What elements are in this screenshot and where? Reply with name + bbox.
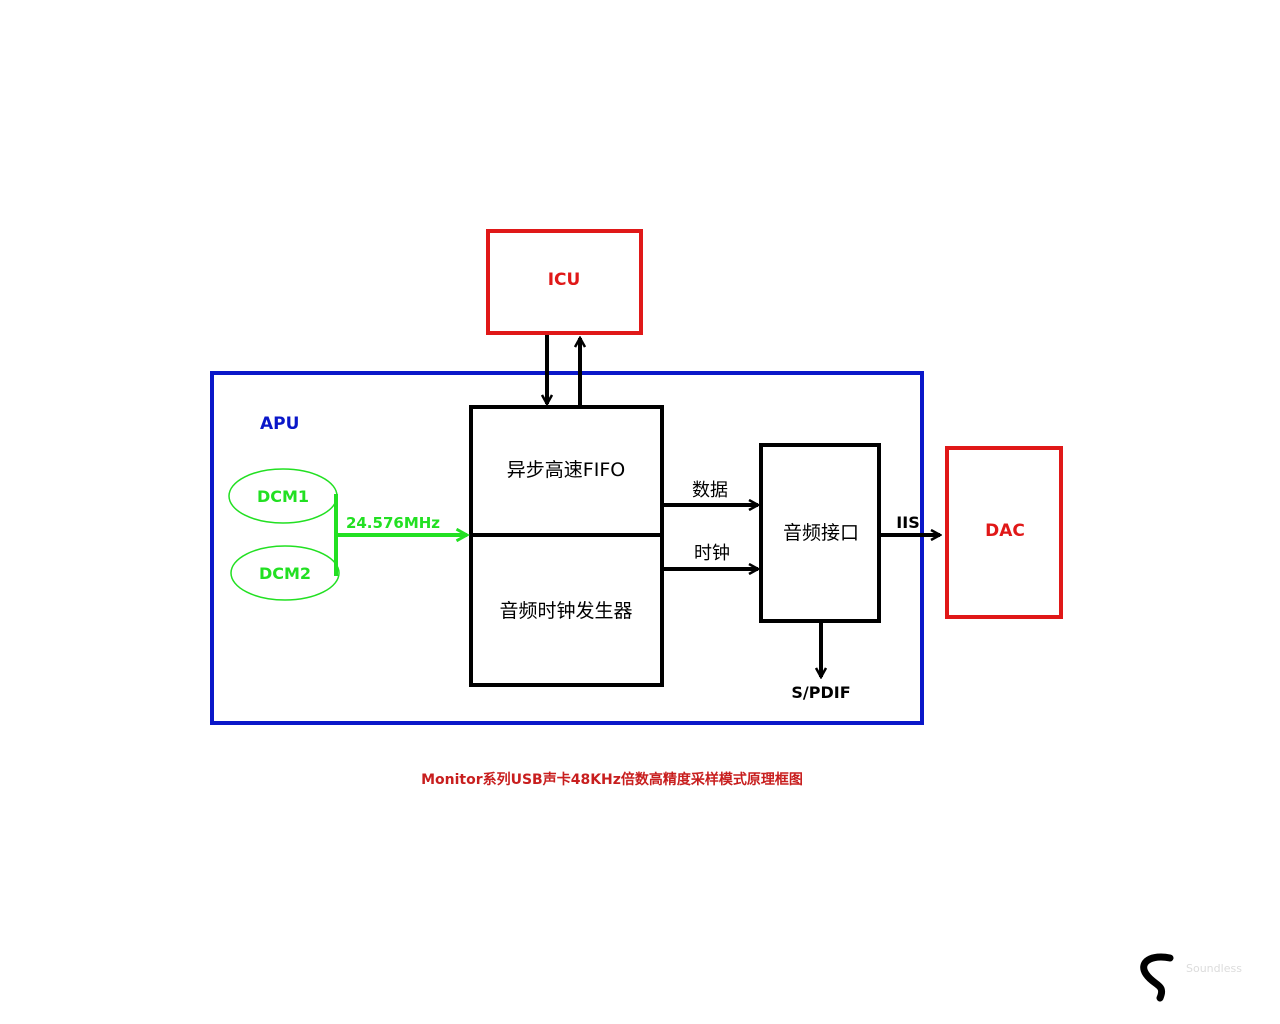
clock-generator-label: 音频时钟发生器 [499,600,632,622]
apu-boundary [210,371,924,725]
data-label: 数据 [692,480,728,501]
audio-interface-label: 音频接口 [783,522,859,544]
clock-label: 时钟 [694,543,730,564]
dac-label: DAC [985,521,1025,541]
dcm1-label: DCM1 [257,487,309,506]
clock-generator-block [469,533,664,687]
frequency-label: 24.576MHz [346,514,440,532]
dcm2-ellipse [230,545,340,601]
iis-label: IIS [896,513,919,532]
diagram-caption: Monitor系列USB声卡48KHz倍数高精度采样模式原理框图 [421,771,803,788]
icu-block [486,229,643,335]
apu-label: APU [260,414,299,434]
dac-block [945,446,1063,619]
icu-label: ICU [548,270,581,290]
fifo-label: 异步高速FIFO [507,459,625,481]
logo-s-icon [1140,953,1174,1002]
spdif-label: S/PDIF [791,683,850,702]
dcm2-label: DCM2 [259,564,311,583]
logo-text: Soundless [1186,962,1242,975]
logo-watermark: Soundless [1140,953,1242,1002]
